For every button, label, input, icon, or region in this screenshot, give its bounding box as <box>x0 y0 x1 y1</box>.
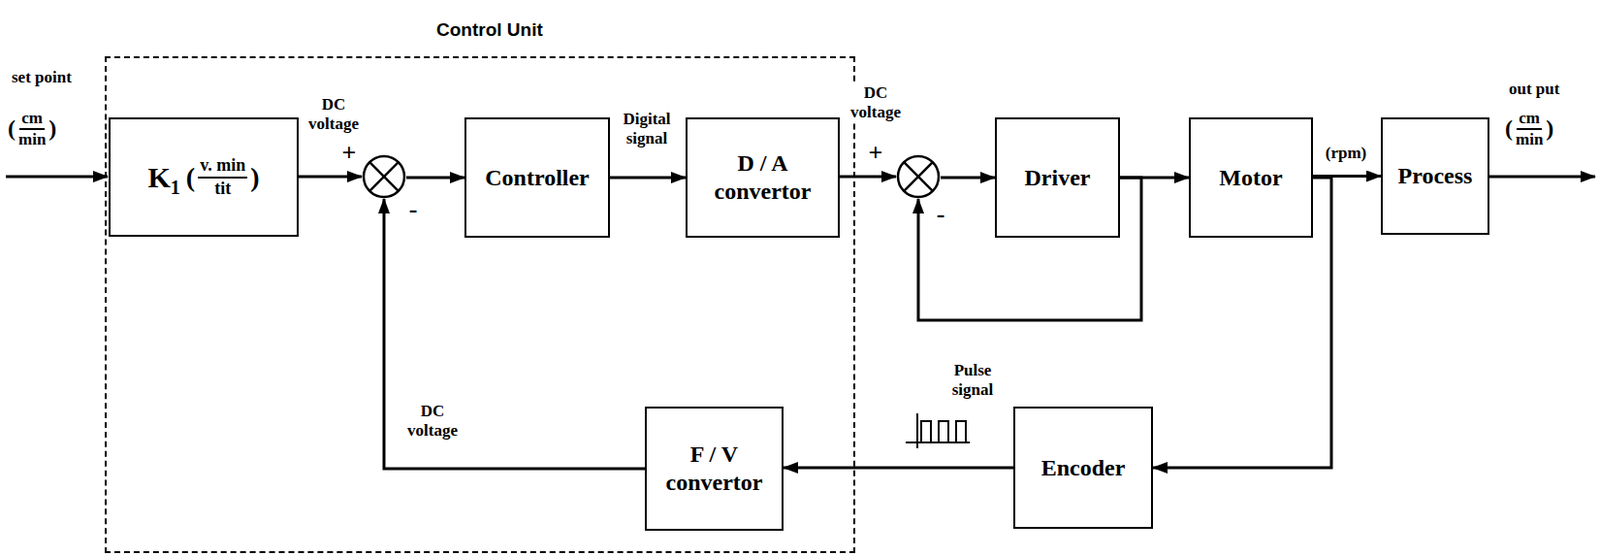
output-label: out put <box>1508 79 1560 99</box>
unit-fraction: cmmin <box>18 108 46 149</box>
io-label: out put <box>1508 79 1560 99</box>
gain-text: tit <box>214 178 231 200</box>
motor-box: Motor <box>1188 117 1313 238</box>
output-arrow <box>1489 175 1596 179</box>
box-label: Driver <box>1024 163 1091 192</box>
output-unit: (cmmin) <box>1504 108 1554 149</box>
encoder-box: Encoder <box>1013 406 1153 529</box>
region-title: Control Unit <box>436 19 544 41</box>
bracket-text: ( <box>7 115 16 143</box>
junction-symbol <box>896 154 941 199</box>
signal-label: Digital signal <box>610 109 683 148</box>
bracket-text: ) <box>1545 115 1554 143</box>
gain-text: K <box>147 160 170 195</box>
pulse-symbol <box>905 413 970 448</box>
signal-connector <box>298 175 362 179</box>
gain-text: v. min <box>197 155 248 179</box>
summing-junction: +- <box>869 128 967 225</box>
signal-label: (rpm) <box>1315 143 1376 163</box>
fv-converter-box: F / V convertor <box>644 406 784 531</box>
box-label: F / V convertor <box>654 440 774 497</box>
unit-fraction: cmmin <box>1515 108 1543 149</box>
signal-connector <box>609 176 686 180</box>
unit-text: cm <box>19 108 45 130</box>
bracket-text: ) <box>48 115 57 143</box>
gain-fraction: v. mintit <box>197 155 248 199</box>
signal-label: DC voltage <box>844 83 907 122</box>
gain-text: ) <box>250 160 259 194</box>
io-label: set point <box>11 67 72 88</box>
box-label: D / A convertor <box>695 149 831 206</box>
gain-box: K1(v. mintit) <box>108 117 299 237</box>
summing-junction: +- <box>335 128 433 225</box>
signal-connector <box>384 198 645 469</box>
gain-expression: K1(v. mintit) <box>147 155 259 199</box>
unit-text: min <box>1515 129 1543 150</box>
signal-connector <box>839 175 896 179</box>
box-label: Encoder <box>1041 453 1126 482</box>
bracket-text: ( <box>1504 115 1513 143</box>
box-label: Controller <box>484 163 590 192</box>
signal-connector <box>940 176 995 180</box>
junction-symbol <box>361 154 407 199</box>
signal-connector <box>783 466 1014 470</box>
gain-text: ( <box>186 160 195 194</box>
process-box: Process <box>1380 117 1490 235</box>
unit-text: cm <box>1516 108 1542 130</box>
driver-box: Driver <box>994 117 1120 238</box>
control-unit-region: Control UnitK1(v. mintit)+-ControllerD /… <box>104 56 856 553</box>
unit-text: min <box>18 129 46 150</box>
sign-label: + <box>342 140 357 166</box>
signal-label: DC voltage <box>401 401 464 440</box>
sign-label: + <box>868 140 884 166</box>
box-label: Motor <box>1218 163 1282 192</box>
input-arrow <box>5 175 108 179</box>
signal-label: Pulse signal <box>943 360 1002 399</box>
setpoint-unit: (cmmin) <box>7 108 57 149</box>
box-label: Process <box>1398 161 1473 191</box>
da-converter-box: D / A convertor <box>685 117 840 238</box>
gain-text: 1 <box>170 175 181 199</box>
signal-label: DC voltage <box>302 95 365 133</box>
sign-label: - <box>936 201 946 227</box>
sign-label: - <box>409 196 418 223</box>
signal-connector <box>406 176 465 180</box>
setpoint-label: set point <box>11 67 72 88</box>
controller-box: Controller <box>464 117 610 238</box>
